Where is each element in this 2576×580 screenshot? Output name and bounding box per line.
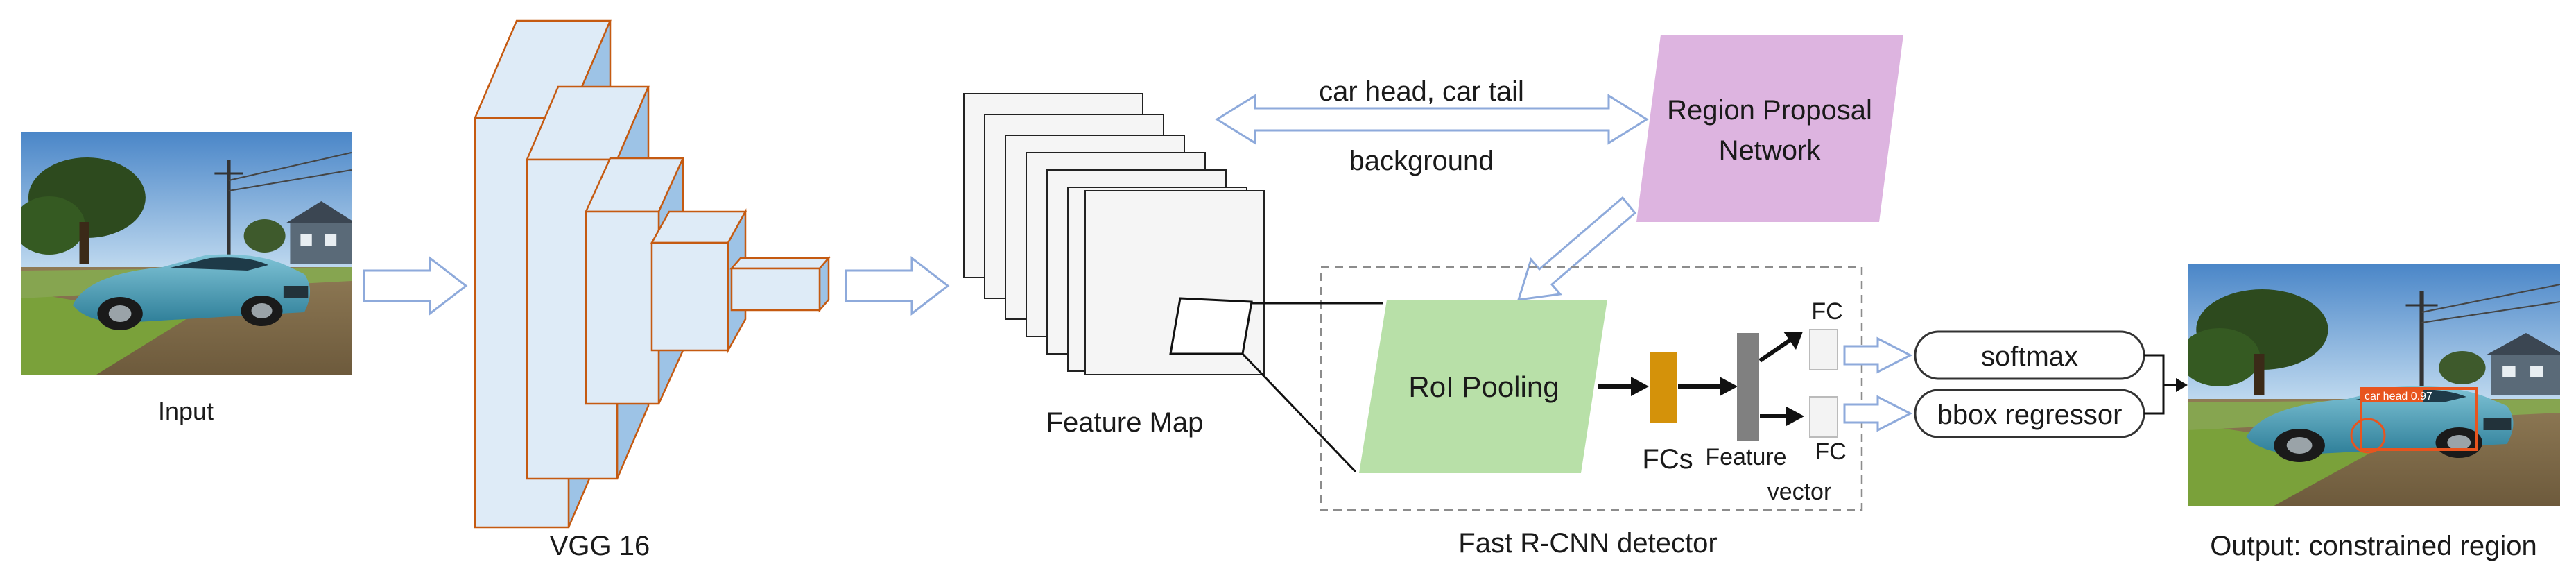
roi-projection-bottom <box>1241 352 1357 473</box>
classes-top-label: car head, car tail <box>1319 76 1524 107</box>
fc-top-label: FC <box>1811 298 1842 325</box>
fast-rcnn-detector-box <box>1320 266 1863 511</box>
softmax-label: softmax <box>1981 341 2078 372</box>
fc-bottom-box <box>1809 396 1838 438</box>
rpn-label-line2: Network <box>1719 135 1822 166</box>
detection-ring <box>2350 418 2386 454</box>
detection-tag: car head 0.97 <box>2365 391 2432 402</box>
fc-bottom-label: FC <box>1815 438 1846 465</box>
roi-pooling-label: RoI Pooling <box>1408 370 1559 403</box>
region-proposal-network <box>1636 35 1903 222</box>
output-image: car head 0.97 <box>2179 264 2566 506</box>
pipeline-arrows <box>1598 332 1804 426</box>
output-label: Output: constrained region <box>2210 531 2536 561</box>
input-label: Input <box>158 397 214 425</box>
vgg16-network <box>474 19 831 529</box>
rpn-label-line1: Region Proposal <box>1667 95 1872 126</box>
fc-to-bbox-arrow <box>1843 395 1913 432</box>
classes-bottom-label: background <box>1349 146 1494 176</box>
detector-label: Fast R-CNN detector <box>1458 528 1717 558</box>
input-to-vgg-arrow <box>363 255 468 316</box>
feature-vector-label-line2: vector <box>1767 479 1832 505</box>
feature-vector-label-line1: Feature <box>1705 444 1786 470</box>
vgg-to-featuremap-arrow <box>845 255 950 316</box>
merge-connector <box>2144 354 2188 415</box>
fc-to-softmax-arrow <box>1843 336 1913 374</box>
feature-map-stack <box>963 93 1265 375</box>
feature-map-label: Feature Map <box>1046 407 1204 438</box>
featuremap-rpn-double-arrow <box>1215 94 1649 145</box>
vgg-label: VGG 16 <box>550 531 650 561</box>
fc-top-box <box>1809 329 1838 370</box>
feature-vector-bar <box>1737 333 1759 441</box>
rpn-to-roi-arrow <box>1516 196 1637 301</box>
fcs-label: FCs <box>1642 444 1693 475</box>
roi-pooling <box>1359 300 1607 473</box>
input-image <box>13 132 356 375</box>
conv-block-5 <box>729 257 831 270</box>
fcs-bar <box>1650 352 1677 423</box>
roi-region <box>1169 297 1253 355</box>
bbox-regressor-label: bbox regressor <box>1937 400 2123 430</box>
